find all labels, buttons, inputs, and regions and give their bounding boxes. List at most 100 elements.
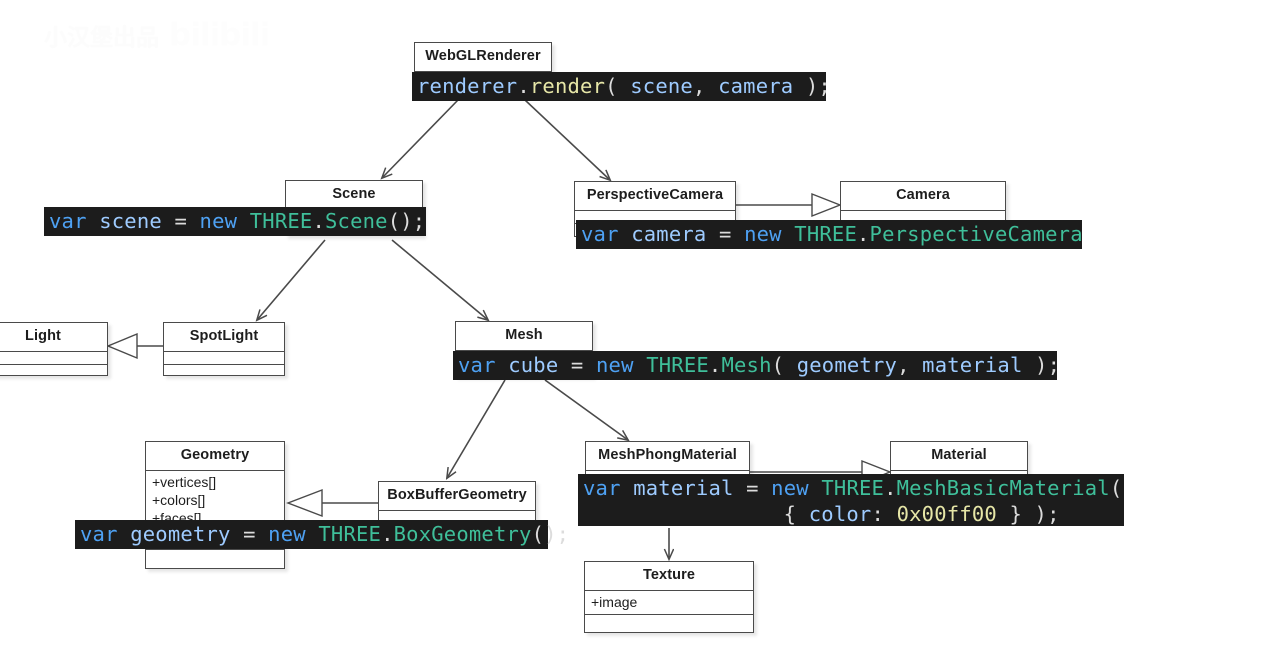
compartment-divider bbox=[456, 349, 592, 351]
code-token: ); bbox=[1022, 353, 1061, 377]
class-title: Texture bbox=[642, 567, 695, 583]
class-attributes bbox=[164, 352, 284, 364]
uml-class-spotlight[interactable]: SpotLight bbox=[163, 322, 285, 376]
code-token: new bbox=[596, 353, 634, 377]
class-title: BoxBufferGeometry bbox=[387, 487, 527, 503]
code-token: ( bbox=[1109, 476, 1123, 500]
class-operations bbox=[146, 550, 284, 566]
compartment-divider bbox=[585, 589, 753, 591]
wire-renderer-perspectivecamera bbox=[524, 99, 610, 180]
code-overlay-renderer: renderer.render( scene, camera ); bbox=[412, 72, 831, 101]
code-token bbox=[809, 476, 822, 500]
compartment-divider bbox=[841, 209, 1005, 211]
compartment-divider bbox=[585, 613, 753, 615]
code-token: = bbox=[706, 222, 745, 246]
code-token: ( bbox=[771, 353, 797, 377]
code-token: new bbox=[771, 476, 809, 500]
code-token bbox=[237, 209, 250, 233]
code-token: MeshBasicMaterial bbox=[896, 476, 1110, 500]
code-token: THREE bbox=[646, 353, 709, 377]
code-token bbox=[496, 353, 509, 377]
code-token: color bbox=[808, 502, 872, 526]
compartment-divider bbox=[146, 549, 284, 551]
code-token: = bbox=[161, 209, 200, 233]
class-title: MeshPhongMaterial bbox=[598, 447, 737, 463]
class-title: PerspectiveCamera bbox=[586, 187, 724, 203]
class-title: Material bbox=[931, 447, 987, 463]
uml-class-webglrenderer[interactable]: WebGLRenderer bbox=[414, 42, 552, 72]
code-token: = bbox=[733, 476, 772, 500]
wire-renderer-scene bbox=[382, 99, 459, 178]
class-title: SpotLight bbox=[189, 328, 259, 344]
compartment-divider bbox=[575, 209, 735, 211]
wire-scene-mesh bbox=[391, 239, 488, 320]
compartment-divider bbox=[586, 469, 749, 471]
code-token: , bbox=[692, 74, 719, 98]
compartment-divider bbox=[0, 363, 107, 365]
uml-class-geometry[interactable]: Geometry +vertices[] +colors[] +faces[] … bbox=[145, 441, 285, 569]
class-attributes bbox=[0, 352, 107, 364]
code-token: geometry bbox=[796, 353, 898, 377]
code-overlay-camera: var camera = new THREE.PerspectiveCamera bbox=[576, 220, 1083, 249]
compartment-divider bbox=[891, 469, 1027, 471]
code-token: BoxGeometry bbox=[393, 522, 532, 546]
code-token: PerspectiveCamera bbox=[869, 222, 1083, 246]
code-token bbox=[118, 522, 131, 546]
code-token: (); bbox=[531, 522, 570, 546]
class-title: WebGLRenderer bbox=[425, 48, 541, 64]
code-token: cube bbox=[508, 353, 559, 377]
code-token: . bbox=[381, 522, 394, 546]
watermark-username: 小汉堡出品 bbox=[44, 25, 159, 51]
code-token: new bbox=[268, 522, 306, 546]
code-token: . bbox=[708, 353, 722, 377]
attribute-row: +image bbox=[591, 593, 638, 610]
code-token: = bbox=[230, 522, 269, 546]
code-overlay-mesh: var cube = new THREE.Mesh( geometry, mat… bbox=[453, 351, 1060, 380]
attribute-row: +colors[] bbox=[152, 491, 206, 508]
code-token: render bbox=[529, 74, 606, 98]
code-token: material bbox=[922, 353, 1023, 377]
class-operations bbox=[585, 615, 753, 629]
code-token: . bbox=[884, 476, 897, 500]
code-token: } ); bbox=[996, 502, 1060, 526]
code-token: scene bbox=[99, 209, 162, 233]
code-token: THREE bbox=[249, 209, 313, 233]
code-token: . bbox=[312, 209, 325, 233]
code-token: THREE bbox=[318, 522, 382, 546]
code-token: var bbox=[49, 209, 87, 233]
code-token: THREE bbox=[821, 476, 885, 500]
code-token: camera bbox=[631, 222, 707, 246]
code-token: Scene bbox=[325, 209, 388, 233]
compartment-divider bbox=[146, 469, 284, 471]
code-token: , bbox=[897, 353, 923, 377]
code-token: scene bbox=[630, 74, 693, 98]
uml-class-light[interactable]: Light bbox=[0, 322, 108, 376]
class-operations bbox=[0, 365, 107, 377]
bilibili-logo: bilibili bbox=[169, 17, 270, 53]
code-token: ); bbox=[793, 74, 831, 98]
watermark: 小汉堡出品 bilibili bbox=[44, 12, 344, 58]
code-token: : bbox=[871, 502, 897, 526]
class-title: Geometry bbox=[180, 447, 250, 463]
attribute-row: +vertices[] bbox=[152, 473, 217, 490]
code-token: var bbox=[80, 522, 118, 546]
class-title: Light bbox=[25, 328, 61, 344]
class-title: Mesh bbox=[505, 327, 543, 343]
code-token bbox=[621, 476, 634, 500]
wire-scene-spotlight bbox=[257, 239, 326, 320]
uml-class-texture[interactable]: Texture +image bbox=[584, 561, 754, 633]
class-title: Camera bbox=[896, 187, 950, 203]
code-token: ( bbox=[605, 74, 631, 98]
code-token bbox=[306, 522, 319, 546]
code-token: . bbox=[517, 74, 530, 98]
code-token: material bbox=[633, 476, 734, 500]
class-attributes: +image bbox=[585, 591, 753, 614]
compartment-divider bbox=[164, 363, 284, 365]
code-token bbox=[782, 222, 795, 246]
code-token: (); bbox=[387, 209, 426, 233]
code-token: { bbox=[583, 502, 809, 526]
code-token: var bbox=[581, 222, 619, 246]
wire-mesh-meshphongmaterial bbox=[544, 379, 628, 440]
